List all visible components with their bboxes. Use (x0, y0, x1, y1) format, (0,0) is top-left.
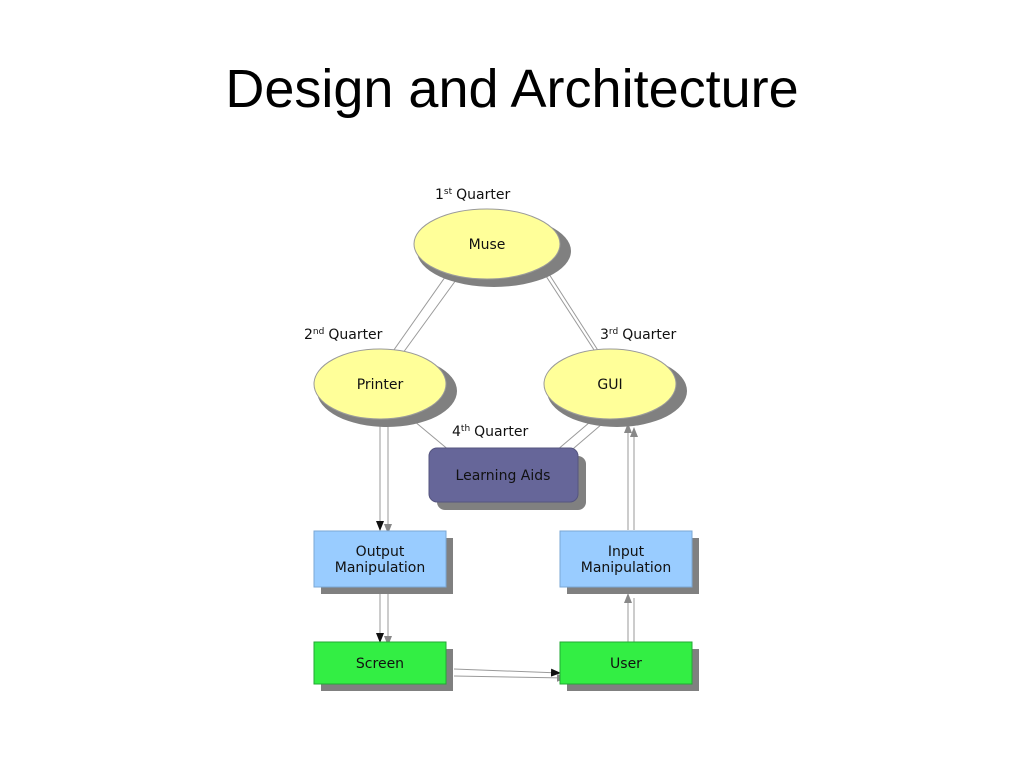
node-muse: Muse (413, 208, 571, 287)
node-output-manipulation-label-line2: Manipulation (335, 560, 425, 576)
node-input-manipulation: Input Manipulation (559, 530, 699, 594)
node-printer-shape (313, 348, 447, 420)
node-screen: Screen (313, 641, 453, 691)
node-input-manipulation-label-line1: Input (608, 544, 645, 560)
node-user-shape (559, 641, 693, 685)
connector-screen-user-2 (453, 673, 567, 682)
node-printer-label: Printer (357, 377, 404, 393)
node-screen-label: Screen (356, 656, 404, 672)
node-screen-shape (313, 641, 447, 685)
node-gui: GUI (543, 348, 687, 427)
connector-muse-gui (539, 259, 609, 367)
node-muse-label: Muse (469, 237, 506, 253)
connectors (376, 252, 638, 682)
node-input-manipulation-shape (559, 530, 693, 588)
connector-screen-user (453, 668, 561, 677)
node-learning-aids-shape (428, 447, 579, 503)
node-user: User (559, 641, 699, 691)
node-gui-shape (543, 348, 677, 420)
node-input-manipulation-label-line2: Manipulation (581, 560, 671, 576)
node-muse-shape (413, 208, 561, 280)
node-output-manipulation: Output Manipulation (313, 530, 453, 594)
node-learning-aids: Learning Aids (428, 447, 586, 510)
node-output-manipulation-label-line1: Output (356, 544, 405, 560)
node-output-manipulation-shape (313, 530, 447, 588)
node-user-label: User (610, 656, 642, 672)
node-learning-aids-label: Learning Aids (456, 468, 551, 484)
slide-title: Design and Architecture (225, 59, 799, 119)
node-gui-label: GUI (597, 377, 622, 393)
node-printer: Printer (313, 348, 457, 427)
